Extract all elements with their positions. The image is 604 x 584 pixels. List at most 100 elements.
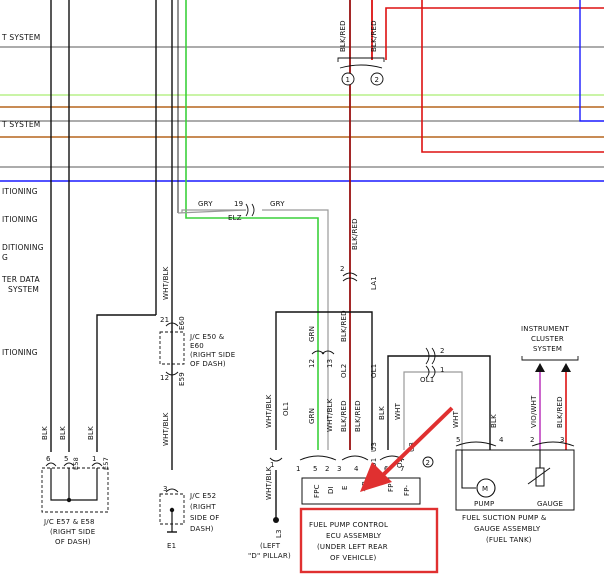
- jc-e57-box: [41, 467, 109, 513]
- ecu-pin-arcs: [299, 455, 405, 461]
- l3-note2: "D" PILLAR): [248, 552, 291, 560]
- ecu-di-label: DI: [327, 486, 335, 494]
- system-label-4: ITIONING: [2, 215, 38, 224]
- ground-wire-ol1: [275, 311, 373, 450]
- ecu-box: [301, 477, 421, 505]
- pin-e58: E58: [72, 457, 80, 470]
- wht-wire-pump: [403, 371, 463, 450]
- pump-pin-2: 2: [530, 436, 535, 444]
- wht-d-label: WHT: [452, 410, 460, 428]
- inst-arrow-vio: [535, 363, 545, 372]
- blk-d-label: BLK: [490, 414, 498, 428]
- system-label-8: SYSTEM: [8, 285, 39, 294]
- ecu-pin-3: 3: [337, 465, 342, 473]
- la1-pin: 2: [340, 265, 345, 273]
- elz-label: ELZ: [228, 214, 242, 222]
- ecu-pin-4: 4: [354, 465, 359, 473]
- e60-label: E60: [178, 316, 186, 330]
- inst-line1: INSTRUMENT: [521, 325, 570, 333]
- ecu-pin-1: 1: [296, 465, 301, 473]
- gray-wire: [181, 209, 246, 213]
- ecu-line2: ECU ASSEMBLY: [326, 532, 382, 540]
- red-pointer-arrow-head: [360, 462, 392, 492]
- system-label-1: T SYSTEM: [1, 33, 40, 42]
- system-label-6: G: [2, 253, 8, 262]
- pump-pin-4: 4: [499, 436, 504, 444]
- red-loop-wire-2: [421, 0, 604, 153]
- pump-title: FUEL SUCTION PUMP &: [462, 514, 547, 522]
- gray-wire-path: [177, 209, 329, 450]
- pin-5: 5: [64, 455, 69, 463]
- o2-label: O2: [396, 458, 404, 468]
- jc-e52-line2: (RIGHT: [190, 503, 216, 511]
- e60-connector: [165, 322, 179, 327]
- o1-label: O1: [370, 458, 378, 468]
- ecu-pin-7: 7: [400, 465, 405, 473]
- pump-internal-wire: [461, 450, 476, 489]
- blk-red-pump-label: BLK/RED: [556, 396, 564, 428]
- blkred-c-label: BLK/RED: [354, 400, 362, 432]
- blkred-ol2-label: BLK/RED: [340, 310, 348, 342]
- jc-e50-line2: E60: [190, 342, 204, 350]
- pin-2c-label: 2: [440, 347, 445, 355]
- whtblk-l3-label: WHT/BLK: [265, 466, 273, 500]
- e1-label: E1: [167, 542, 176, 550]
- ol1-b-label: OL1: [370, 364, 378, 378]
- pin-1: 1: [92, 455, 97, 463]
- e59-label: E59: [178, 372, 186, 386]
- elz-connector-symbol: [245, 203, 255, 217]
- ol1-c-label: OL1: [420, 376, 434, 384]
- whtblk-c-label: WHT/BLK: [326, 398, 334, 432]
- jc-e52-title: J/C E52: [189, 492, 216, 500]
- e60-pin: 21: [160, 316, 169, 324]
- jc-e57-internal: [50, 468, 98, 501]
- pin-13-label: 13: [326, 359, 334, 368]
- inst-line3: SYSTEM: [533, 345, 562, 353]
- jc-e57-line2: (RIGHT SIDE: [50, 528, 95, 536]
- connector-circle-1-label: 1: [346, 76, 351, 84]
- system-label-7: TER DATA: [1, 275, 41, 284]
- e57-connector-arcs: [45, 462, 103, 467]
- ecu-pin-2: 2: [325, 465, 330, 473]
- ecu-e-label: E: [341, 485, 349, 490]
- l3-ground-node: [273, 517, 279, 523]
- inst-bracket: [521, 356, 579, 361]
- pin-e57: E57: [102, 457, 110, 470]
- jc-e50-title: J/C E50 &: [189, 333, 225, 341]
- jc-e57-line1: J/C E57 & E58: [43, 518, 95, 526]
- system-label-2: T SYSTEM: [1, 120, 40, 129]
- gauge-label: GAUGE: [537, 500, 563, 508]
- blkred-top-label-1: BLK/RED: [339, 20, 347, 52]
- black-wire-to-e57: [96, 314, 156, 452]
- l3-note1: (LEFT: [260, 542, 281, 550]
- gauge-resistor: [535, 467, 545, 487]
- blkred-mid-label: BLK/RED: [351, 218, 359, 250]
- blkred-top-label-2: BLK/RED: [370, 20, 378, 52]
- jc-e50-box: [159, 331, 185, 365]
- ecu-title: FUEL PUMP CONTROL: [309, 521, 388, 529]
- ecu-line4: OF VEHICLE): [330, 554, 377, 562]
- la1-connector-symbol: [342, 272, 358, 282]
- motor-label: M: [482, 485, 488, 493]
- red-loop-wire: [385, 7, 604, 60]
- ol1-a-label: OL1: [282, 402, 290, 416]
- ecu-fpc-label: FPC: [313, 484, 321, 498]
- blk-c-label: BLK: [378, 406, 386, 420]
- jc-e52-line3: SIDE OF: [190, 514, 219, 522]
- ecu-fp-label: FP: [387, 483, 395, 492]
- pin-ol1-1: 1: [270, 461, 275, 469]
- pump-line2: GAUGE ASSEMBLY: [474, 525, 541, 533]
- whtblk-vert-label: WHT/BLK: [162, 266, 170, 300]
- connector-circle-1: [341, 72, 355, 86]
- inst-line2: CLUSTER: [531, 335, 564, 343]
- system-label-9: ITIONING: [2, 348, 38, 357]
- jc-e52-pin: 3: [163, 485, 168, 493]
- ol2-label: OL2: [340, 364, 348, 378]
- pin-1c-label: 1: [440, 366, 445, 374]
- pump-box: [455, 449, 575, 511]
- gry-label-left: GRY: [198, 200, 213, 208]
- e59-pin: 12: [160, 374, 169, 382]
- connector-circle-2-label: 2: [375, 76, 380, 84]
